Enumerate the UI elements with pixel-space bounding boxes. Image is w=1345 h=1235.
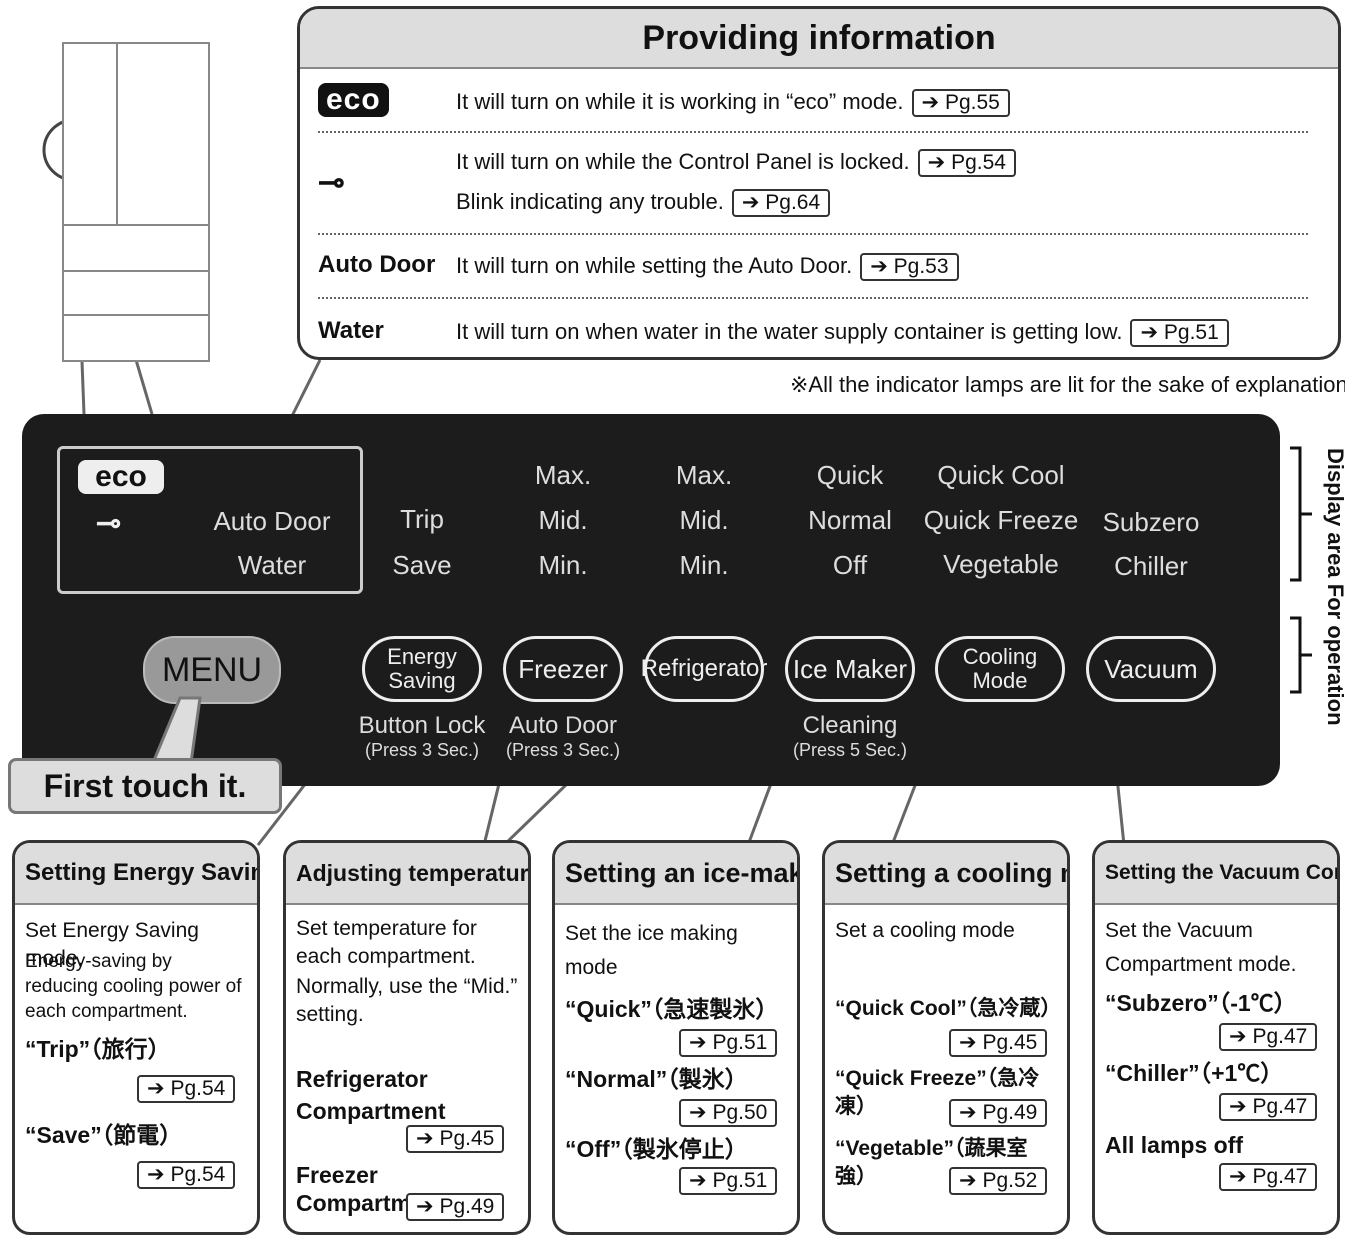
page-ref: ➔ Pg.51: [1130, 319, 1229, 348]
cooling-mode-box: Setting a cooling mode Set a cooling mod…: [822, 840, 1070, 1235]
page-ref: ➔ Pg.51: [679, 1167, 778, 1195]
fridge-level-max: Max.: [675, 460, 733, 490]
page-ref: ➔ Pg.50: [679, 1099, 778, 1127]
box-title: Setting a cooling mode: [825, 843, 1067, 905]
ice-level-off: Off: [832, 550, 868, 580]
box-title: Adjusting temperature settings: [286, 843, 528, 905]
fridge-level-min: Min.: [679, 550, 729, 580]
vacuum-box: Setting the Vacuum Compartment Set the V…: [1092, 840, 1340, 1235]
page-ref: ➔ Pg.51: [679, 1029, 778, 1057]
page-ref: ➔ Pg.54: [137, 1161, 236, 1189]
freezer-button[interactable]: Freezer: [503, 636, 623, 702]
box-title: Setting Energy Saving mode: [15, 843, 257, 905]
cool-mode-quick-freeze: Quick Freeze: [923, 505, 1079, 535]
side-label: Display area For operation: [1323, 448, 1345, 726]
page-ref: ➔ Pg.47: [1219, 1093, 1318, 1121]
page-ref: ➔ Pg.49: [406, 1193, 505, 1221]
refrigerator-button[interactable]: Refrigerator: [641, 636, 767, 702]
temperature-box: Adjusting temperature settings Set tempe…: [283, 840, 531, 1235]
energy-saving-button[interactable]: Energy Saving: [362, 636, 482, 702]
page-ref: ➔ Pg.47: [1219, 1023, 1318, 1051]
panel-save: Save: [392, 550, 452, 580]
info-display-frame: [57, 446, 363, 594]
button-lock-label: Button Lock(Press 3 Sec.): [358, 712, 486, 760]
control-panel: [22, 414, 1280, 786]
vacuum-mode-subzero: Subzero: [1102, 507, 1200, 537]
info-title: Providing information: [300, 9, 1338, 69]
menu-button[interactable]: MENU: [143, 636, 281, 704]
box-title: Setting an ice-making: [555, 843, 797, 905]
vacuum-mode-chiller: Chiller: [1114, 551, 1188, 581]
page-ref: ➔ Pg.54: [137, 1075, 236, 1103]
page-ref: ➔ Pg.49: [949, 1099, 1048, 1127]
auto-door-hold-label: Auto Door(Press 3 Sec.): [505, 712, 621, 760]
first-touch-callout: First touch it.: [8, 758, 282, 814]
eco-icon: eco: [78, 460, 164, 494]
ice-maker-button[interactable]: Ice Maker: [785, 636, 915, 702]
cool-mode-quick-cool: Quick Cool: [937, 460, 1065, 490]
page-ref: ➔ Pg.53: [860, 253, 959, 282]
key-icon: ⊸: [96, 507, 122, 540]
page-ref: ➔ Pg.45: [406, 1125, 505, 1153]
panel-auto-door: Auto Door: [213, 506, 331, 536]
page-ref: ➔ Pg.47: [1219, 1163, 1318, 1191]
cool-mode-vegetable: Vegetable: [943, 549, 1059, 579]
panel-trip: Trip: [400, 504, 444, 534]
cooling-mode-button[interactable]: Cooling Mode: [935, 636, 1065, 702]
energy-saving-box: Setting Energy Saving mode Set Energy Sa…: [12, 840, 260, 1235]
info-row-eco: eco It will turn on while it is working …: [318, 83, 1308, 118]
ice-level-quick: Quick: [816, 460, 884, 490]
freezer-level-mid: Mid.: [538, 505, 588, 535]
refrigerator-illustration: [62, 42, 210, 362]
freezer-level-min: Min.: [538, 550, 588, 580]
providing-information-box: Providing information eco It will turn o…: [297, 6, 1341, 360]
key-icon: ⊸: [318, 164, 345, 200]
page-ref: ➔ Pg.55: [911, 89, 1010, 118]
panel-water: Water: [237, 550, 307, 580]
ice-level-normal: Normal: [808, 505, 892, 535]
page-ref: ➔ Pg.45: [949, 1029, 1048, 1057]
page-ref: ➔ Pg.64: [731, 189, 831, 218]
eco-icon: eco: [318, 83, 389, 117]
box-title: Setting the Vacuum Compartment: [1095, 843, 1337, 905]
fridge-level-mid: Mid.: [679, 505, 729, 535]
freezer-level-max: Max.: [534, 460, 592, 490]
cleaning-hold-label: Cleaning(Press 5 Sec.): [792, 712, 908, 760]
indicator-note: ※All the indicator lamps are lit for the…: [790, 372, 1345, 397]
page-ref: ➔ Pg.52: [949, 1167, 1048, 1195]
vacuum-button[interactable]: Vacuum: [1086, 636, 1216, 702]
page-ref: ➔ Pg.54: [917, 149, 1016, 178]
ice-making-box: Setting an ice-making Set the ice making…: [552, 840, 800, 1235]
